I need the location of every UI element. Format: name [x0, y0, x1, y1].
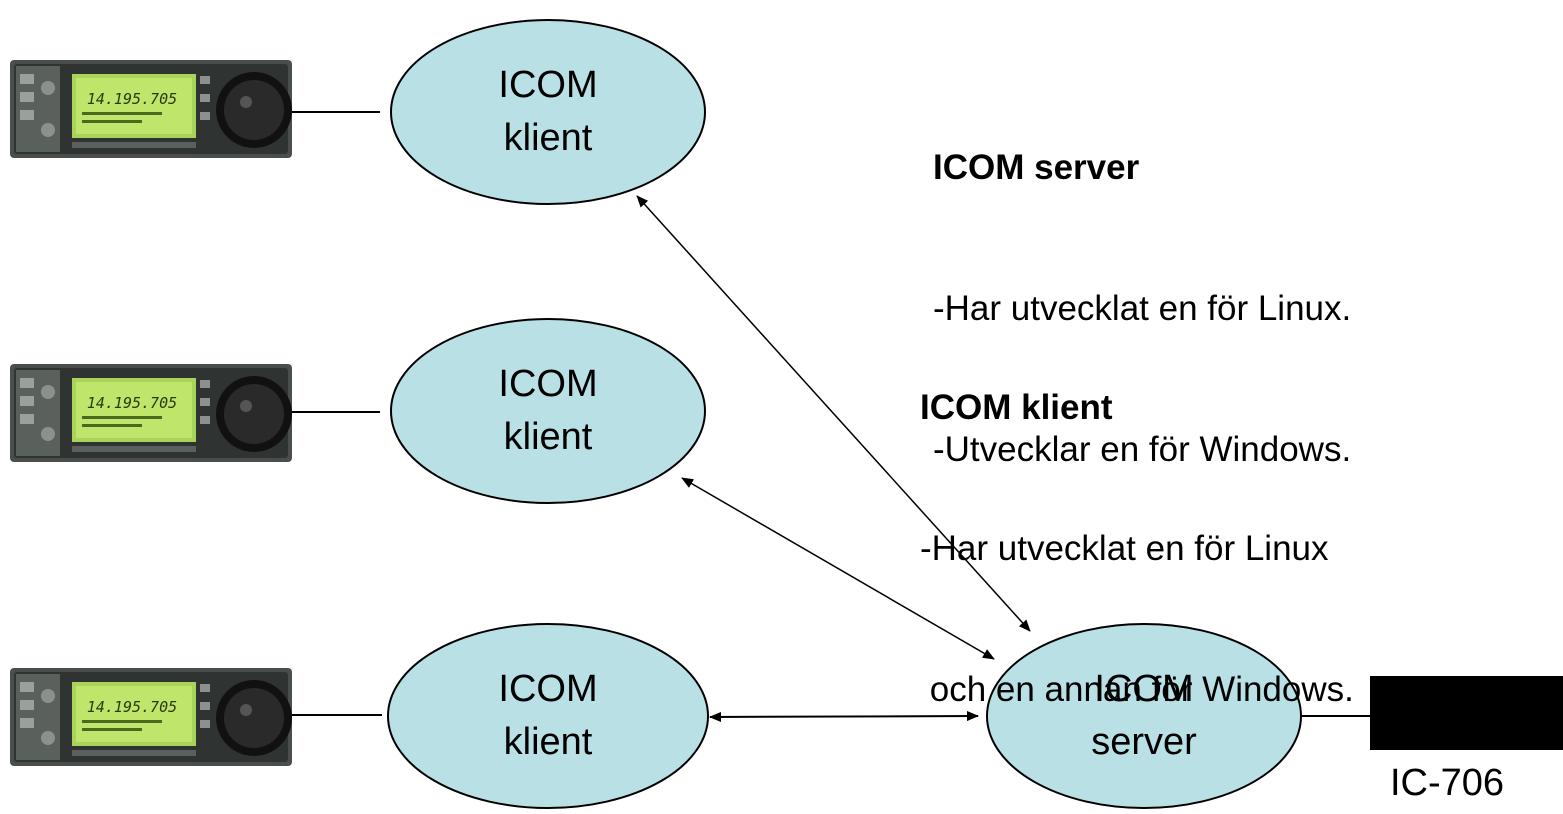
radio-transceiver-icon — [10, 668, 292, 766]
server-note-line: -Har utvecklat en för Linux. — [933, 289, 1352, 328]
client-2-label-line1: ICOM — [498, 363, 597, 405]
client-node-3 — [387, 623, 709, 809]
client-3-label-line1: ICOM — [498, 668, 597, 710]
server-label-line1: ICOM — [1094, 668, 1193, 710]
server-note: ICOM server -Har utvecklat en för Linux.… — [933, 50, 1351, 520]
radio-transceiver-icon — [10, 60, 292, 158]
client-note: ICOM klient -Har utvecklat en för Linux … — [920, 290, 1354, 760]
server-label-line2: server — [1091, 721, 1197, 763]
client-note-heading: ICOM klient — [920, 388, 1113, 427]
client-node-1 — [390, 19, 706, 205]
server-note-line: -Utvecklar en för Windows. — [933, 430, 1352, 469]
device-label: IC-706 — [1390, 762, 1505, 804]
client-1-label-line1: ICOM — [498, 64, 597, 106]
client-3-label-line2: klient — [504, 721, 593, 763]
ic-706-device — [1370, 676, 1563, 750]
client-node-2 — [390, 318, 706, 504]
client-note-line: och en annan för Windows. — [920, 670, 1354, 709]
client-1-label-line2: klient — [504, 117, 593, 159]
server-node — [986, 623, 1302, 809]
server-note-heading: ICOM server — [933, 148, 1140, 187]
client-note-line: -Har utvecklat en för Linux — [920, 529, 1329, 568]
client-2-label-line2: klient — [504, 416, 593, 458]
radio-transceiver-icon — [10, 364, 292, 462]
connection-client3-server — [709, 711, 979, 722]
connection-client2-server — [681, 477, 995, 660]
